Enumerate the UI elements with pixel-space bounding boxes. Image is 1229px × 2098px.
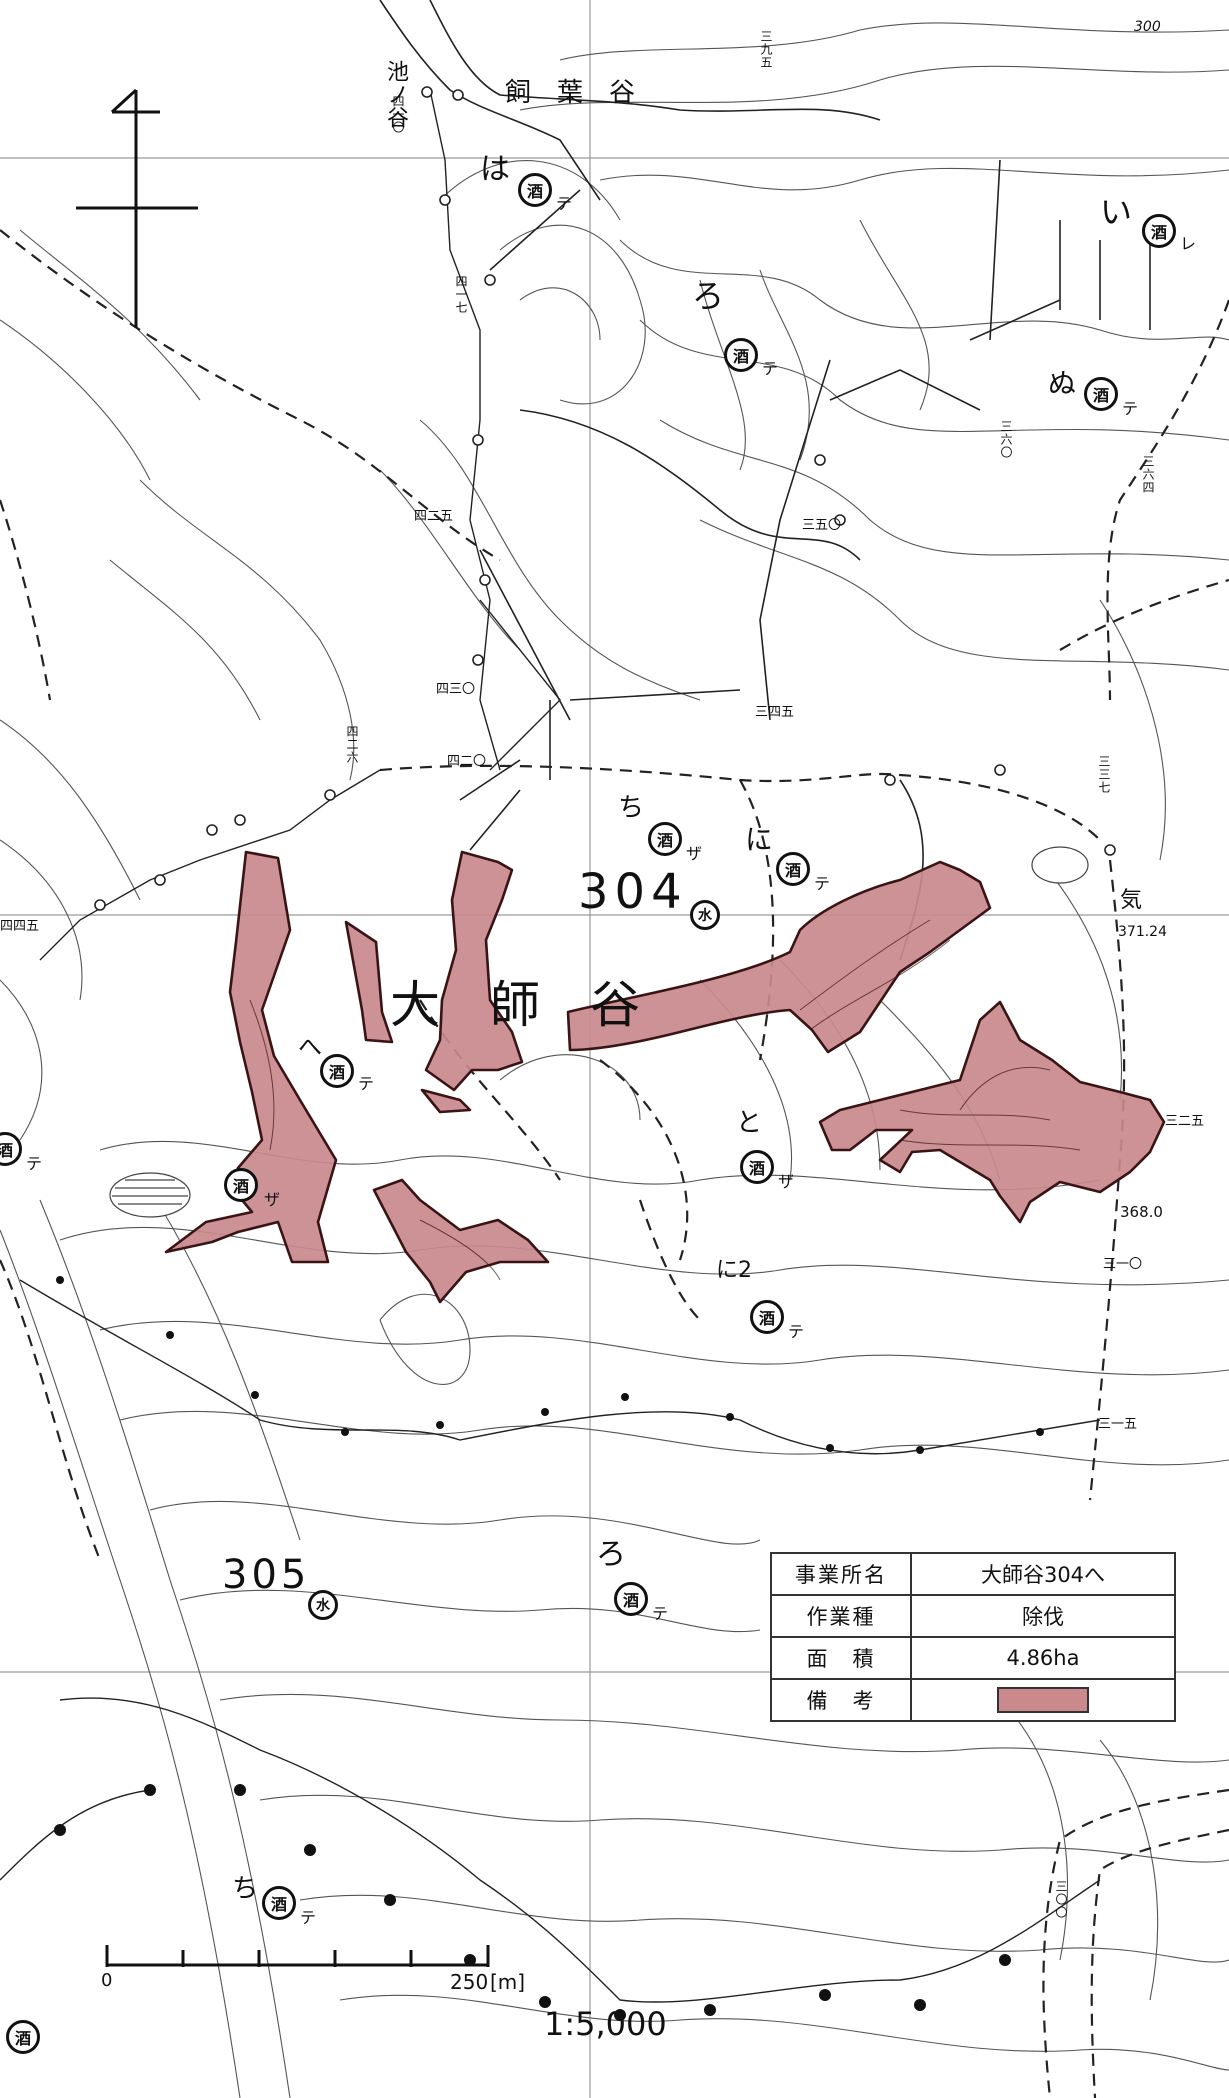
stand-marker-symbol: 酒 bbox=[740, 1150, 774, 1184]
stand-marker-suffix: テ bbox=[556, 194, 573, 213]
point-label: 四一七 bbox=[454, 275, 468, 314]
legend-row: 事業所名 大師谷304へ bbox=[770, 1552, 1176, 1596]
point-label: 四四五 bbox=[0, 919, 40, 934]
water-marker-305: 水 bbox=[308, 1590, 338, 1620]
stand-marker-symbol: 酒 bbox=[6, 2020, 40, 2054]
contour-300-label: 300 bbox=[1134, 19, 1161, 35]
north-arrow bbox=[76, 88, 198, 328]
stand-sub-label: に2 bbox=[716, 1258, 752, 1283]
scale-bar bbox=[105, 1945, 490, 1967]
legend-value: 大師谷304へ bbox=[910, 1552, 1176, 1596]
point-label: 三一〇 bbox=[1103, 1257, 1143, 1272]
point-label: 四二五 bbox=[414, 509, 454, 524]
point-label: 三六四 bbox=[1141, 455, 1155, 494]
water-marker-304: 水 bbox=[690, 900, 720, 930]
point-label: 三〇〇 bbox=[1054, 1880, 1068, 1919]
stand-marker-suffix: テ bbox=[762, 359, 779, 378]
legend-key: 備 考 bbox=[770, 1678, 912, 1722]
stand-sub-label: ろ bbox=[596, 1537, 626, 1572]
point-label: 四一〇 bbox=[391, 95, 405, 134]
stand-marker-symbol: 酒 bbox=[0, 1132, 22, 1166]
legend-key: 作業種 bbox=[770, 1594, 912, 1638]
stand-marker-suffix: ザ bbox=[264, 1190, 281, 1209]
legend-key: 事業所名 bbox=[770, 1552, 912, 1596]
stand-marker-suffix: ザ bbox=[686, 844, 703, 863]
kanji-ki-label: 気 bbox=[1120, 888, 1143, 913]
stand-sub-label: ち bbox=[232, 1874, 259, 1904]
stand-sub-label: へ bbox=[298, 1033, 322, 1061]
stand-marker-suffix: テ bbox=[26, 1154, 43, 1173]
stand-sub-label: ち bbox=[618, 793, 645, 823]
stand-sub-label: と bbox=[736, 1108, 763, 1138]
stand-marker-symbol: 酒 bbox=[1084, 377, 1118, 411]
scale-unit-label: [m] bbox=[490, 1970, 526, 1994]
stand-lines bbox=[379, 0, 1151, 961]
stand-marker-suffix: テ bbox=[814, 874, 831, 893]
stand-marker-suffix: テ bbox=[1122, 399, 1139, 418]
legend-row: 作業種 除伐 bbox=[770, 1594, 1176, 1638]
stand-sub-label: は bbox=[480, 152, 510, 187]
stand-marker-suffix: テ bbox=[358, 1074, 375, 1093]
stand-sub-label: ぬ bbox=[1048, 367, 1077, 400]
stand-marker-symbol: 酒 bbox=[1142, 214, 1176, 248]
stand-marker-symbol: 酒 bbox=[518, 173, 552, 207]
point-label: 三四五 bbox=[755, 705, 795, 720]
point-label: 四二〇 bbox=[447, 754, 487, 769]
stand-marker-symbol: 酒 bbox=[724, 338, 758, 372]
point-label: 三二五 bbox=[1165, 1114, 1205, 1129]
point-label: 三五〇 bbox=[802, 518, 842, 533]
stand-marker-suffix: テ bbox=[788, 1322, 805, 1341]
stand-marker-symbol: 酒 bbox=[262, 1886, 296, 1920]
stand-marker-suffix: レ bbox=[1180, 234, 1197, 253]
point-label: 三一五 bbox=[1098, 1417, 1138, 1432]
legend-row: 備 考 bbox=[770, 1678, 1176, 1722]
compartment-304-label: 304 bbox=[578, 864, 688, 920]
valley-ike-label: 池ノ谷 bbox=[383, 60, 408, 129]
pond-hatch bbox=[109, 846, 1089, 1218]
stand-marker-symbol: 酒 bbox=[648, 822, 682, 856]
valley-kaiba-label: 飼 葉 谷 bbox=[505, 78, 636, 108]
elevation-label-2: 368.0 bbox=[1120, 1203, 1163, 1221]
trail-nodes bbox=[94, 86, 1116, 911]
stand-marker-suffix: テ bbox=[300, 1908, 317, 1927]
stand-marker-symbol: 酒 bbox=[776, 852, 810, 886]
point-label: 四三〇 bbox=[436, 682, 476, 697]
work-area-contours bbox=[249, 919, 1081, 1281]
stand-sub-label: い bbox=[1100, 193, 1133, 231]
legend-value bbox=[910, 1678, 1176, 1722]
legend-value: 除伐 bbox=[910, 1594, 1176, 1638]
trail-dots bbox=[54, 1276, 1044, 2021]
stand-sub-label: に bbox=[745, 823, 774, 856]
legend-row: 面 積 4.86ha bbox=[770, 1636, 1176, 1680]
stand-marker-symbol: 酒 bbox=[614, 1582, 648, 1616]
legend-value: 4.86ha bbox=[910, 1636, 1176, 1680]
legend-table: 事業所名 大師谷304へ 作業種 除伐 面 積 4.86ha 備 考 bbox=[770, 1552, 1176, 1722]
point-label: 四二六 bbox=[345, 725, 359, 764]
legend-swatch bbox=[997, 1687, 1089, 1713]
stand-marker-suffix: ザ bbox=[778, 1172, 795, 1191]
legend-key: 面 積 bbox=[770, 1636, 912, 1680]
stand-sub-label: ろ bbox=[692, 277, 725, 315]
stand-marker-symbol: 酒 bbox=[320, 1054, 354, 1088]
point-label: 三九五 bbox=[759, 30, 773, 69]
stand-marker-symbol: 酒 bbox=[750, 1300, 784, 1334]
point-label: 三三七 bbox=[1097, 755, 1111, 794]
compartment-305-label: 305 bbox=[222, 1552, 311, 1598]
stand-marker-suffix: テ bbox=[652, 1604, 669, 1623]
stand-marker-symbol: 酒 bbox=[224, 1168, 258, 1202]
point-label: 三六〇 bbox=[999, 420, 1013, 459]
valley-main-label: 大 師 谷 bbox=[390, 976, 640, 1034]
scale-ratio-label: 1:5,000 bbox=[544, 2005, 667, 2043]
scale-zero-label: 0 bbox=[101, 1970, 113, 1991]
scale-end-label: 250 bbox=[450, 1970, 489, 1994]
work-area-polygons bbox=[164, 850, 1166, 1304]
elevation-label-1: 371.24 bbox=[1118, 924, 1167, 940]
